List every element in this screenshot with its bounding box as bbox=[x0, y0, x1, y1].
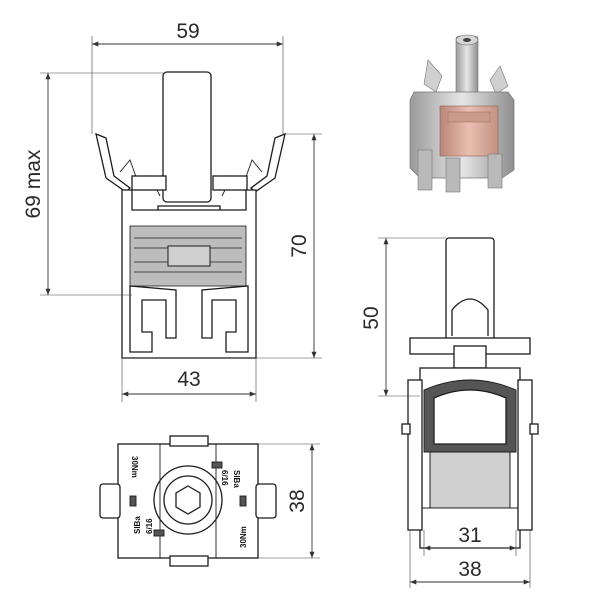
dim-label-side-inner-width: 31 bbox=[458, 524, 481, 547]
side-lower-block bbox=[429, 451, 511, 509]
size-label-top-right: SIBa bbox=[232, 470, 241, 488]
dim-label-side-height: 50 bbox=[360, 306, 383, 329]
top-view: 30Nm 30Nm 6/16 6/16 SIBa SIBa 38 bbox=[99, 435, 320, 567]
marker-square-4 bbox=[129, 495, 137, 507]
right-wing bbox=[250, 132, 286, 193]
product-render bbox=[409, 34, 515, 193]
top-tab-bottom bbox=[169, 555, 209, 567]
side-right-flange bbox=[517, 379, 533, 531]
dim-label-width-top: 59 bbox=[176, 20, 199, 43]
centre-insert bbox=[167, 245, 211, 267]
dim-label-width-bottom: 43 bbox=[177, 368, 200, 391]
render-left-hook bbox=[417, 149, 433, 191]
torque-label-right: 30Nm bbox=[239, 526, 248, 548]
range-label-bottom-left: 6/16 bbox=[145, 518, 154, 534]
side-left-pin bbox=[401, 423, 411, 435]
left-clamp-block bbox=[131, 175, 167, 191]
right-clamp-block bbox=[212, 175, 248, 191]
side-view: 50 31 38 bbox=[360, 237, 539, 588]
dim-label-side-outer-width: 38 bbox=[458, 558, 481, 581]
range-label-top-right: 6/16 bbox=[220, 470, 229, 486]
render-right-hook bbox=[487, 153, 503, 189]
dim-label-top-view-height: 38 bbox=[286, 489, 309, 512]
side-nut bbox=[453, 345, 487, 369]
marker-square-3 bbox=[239, 495, 247, 507]
top-tab-top bbox=[169, 435, 209, 447]
render-right-spring bbox=[489, 65, 509, 95]
hex-socket-icon bbox=[175, 485, 201, 515]
right-boss bbox=[255, 483, 277, 519]
front-view: 59 69 max 70 43 bbox=[22, 20, 322, 402]
torque-label-left: 30Nm bbox=[130, 456, 139, 478]
dim-label-height-max: 69 max bbox=[22, 149, 45, 218]
left-rail-hook bbox=[129, 285, 177, 353]
dim-label-height-total: 70 bbox=[288, 234, 311, 257]
size-label-bottom-left: SIBa bbox=[133, 516, 142, 534]
side-left-flange bbox=[407, 379, 423, 531]
marker-square-2 bbox=[153, 529, 165, 537]
render-left-spring bbox=[423, 59, 443, 93]
side-right-pin bbox=[529, 423, 539, 435]
marker-square-1 bbox=[211, 461, 223, 469]
render-mid-hook bbox=[445, 157, 461, 193]
side-spring-loop bbox=[451, 298, 489, 336]
left-wing bbox=[95, 132, 131, 193]
right-rail-hook bbox=[201, 285, 249, 353]
stud bbox=[162, 71, 212, 203]
left-boss bbox=[99, 483, 121, 519]
